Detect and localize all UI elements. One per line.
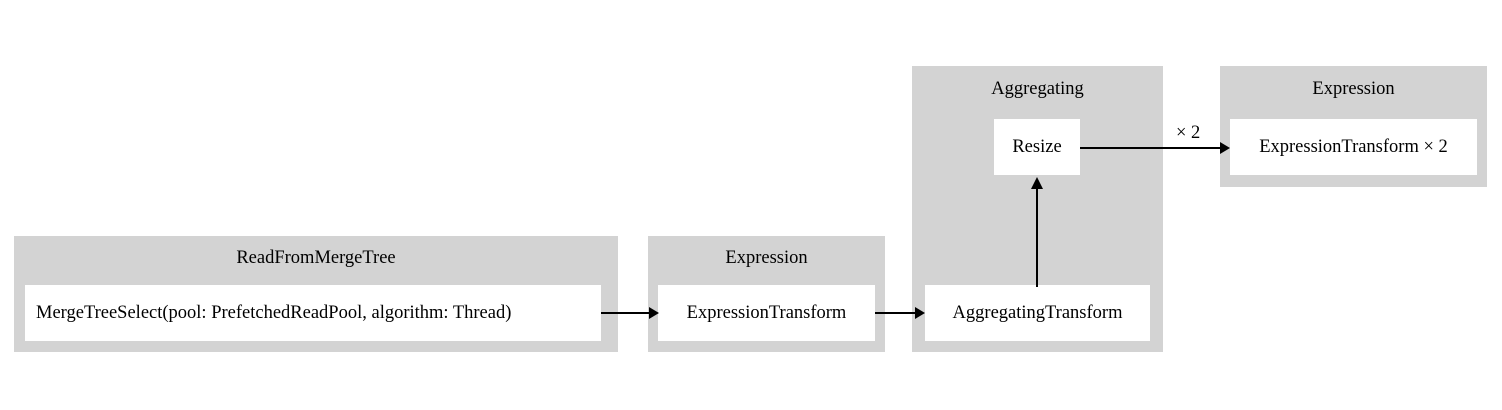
edge-merge-tree-select-to-expression-transform: [601, 303, 661, 323]
cluster-label-expression-1: Expression: [725, 248, 808, 268]
node-expression-transform[interactable]: ExpressionTransform: [658, 285, 875, 341]
node-merge-tree-select[interactable]: MergeTreeSelect(pool: PrefetchedReadPool…: [25, 285, 601, 341]
node-expression-transform-x2[interactable]: ExpressionTransform × 2: [1230, 119, 1477, 175]
cluster-label-expression-2: Expression: [1312, 79, 1395, 99]
cluster-label-aggregating: Aggregating: [991, 79, 1084, 99]
edge-label-resize-to-expression-transform-x2: × 2: [1176, 123, 1201, 143]
node-resize[interactable]: Resize: [994, 119, 1080, 175]
edge-expression-transform-to-aggregating-transform: [875, 303, 929, 323]
edge-aggregating-transform-to-resize: [1027, 175, 1047, 287]
cluster-label-read-from-merge-tree: ReadFromMergeTree: [236, 248, 396, 268]
edge-resize-to-expression-transform-x2: [1080, 138, 1234, 158]
node-aggregating-transform[interactable]: AggregatingTransform: [925, 285, 1150, 341]
